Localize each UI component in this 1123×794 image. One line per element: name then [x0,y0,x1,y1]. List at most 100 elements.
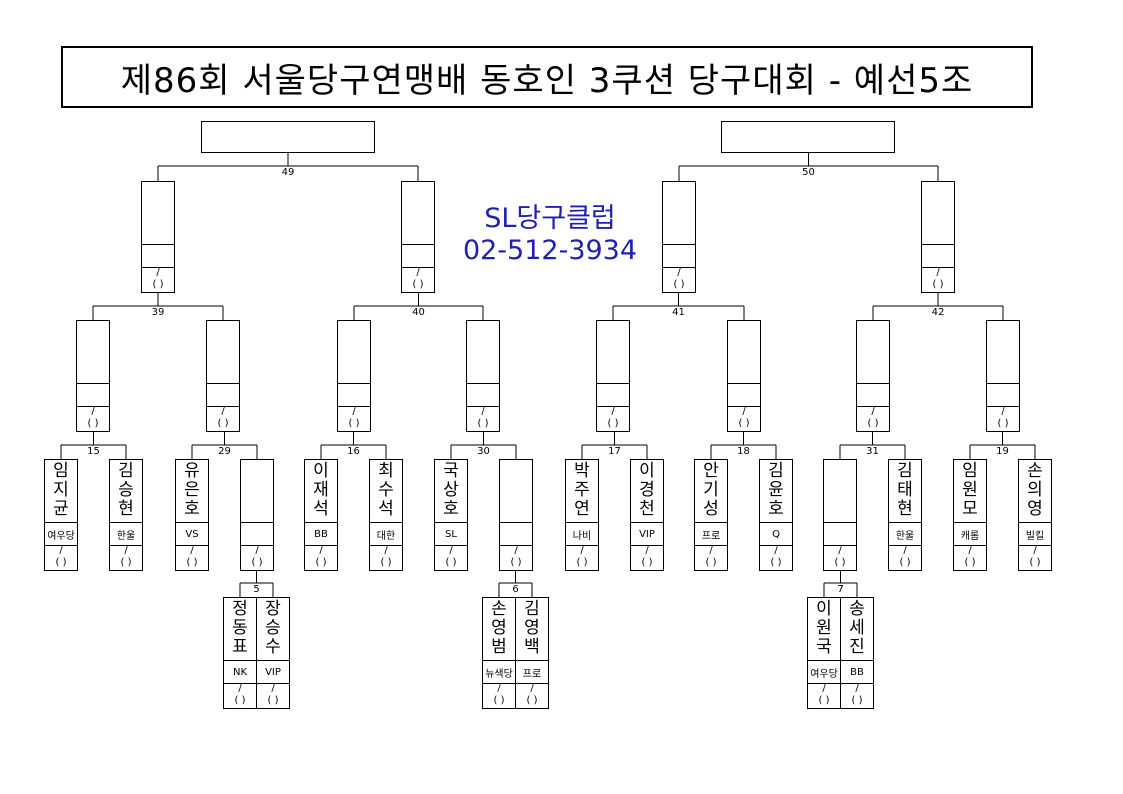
score-paren: ( ) [932,279,944,290]
score-slash: / [530,683,534,694]
score-box: /( ) [857,405,889,431]
player-team: 프로 [695,522,727,546]
score-slash: / [352,406,356,417]
player-team [663,244,695,268]
score-box: /( ) [370,544,402,570]
score-box: /( ) [224,682,256,708]
score-box: /( ) [516,682,548,708]
player-name-char: 승 [265,618,281,638]
empty-player-cell: /( ) [206,320,240,432]
score-paren: ( ) [673,279,685,290]
score-slash: / [742,406,746,417]
score-box: /( ) [500,544,532,570]
score-paren: ( ) [834,557,846,568]
player-name-char: 임 [962,461,978,481]
score-paren: ( ) [738,418,750,429]
score-slash: / [384,545,388,556]
player-name-char: 연 [574,499,590,519]
player-team [500,522,532,546]
score-slash: / [645,545,649,556]
player-name-char: 송 [849,599,865,619]
player-name-char: 기 [703,480,719,500]
player-name-char: 석 [313,499,329,519]
player-name [207,321,239,385]
match-number: 30 [477,446,490,457]
score-paren: ( ) [1029,557,1041,568]
player-name-char: 김 [897,461,913,481]
player-team: 프로 [516,660,548,684]
empty-player-cell: /( ) [727,320,761,432]
player-team: 뉴색당 [483,660,515,684]
player-team [922,244,954,268]
player-name-char: 원 [962,480,978,500]
player-team: SL [435,522,467,546]
score-slash: / [497,683,501,694]
score-slash: / [822,683,826,694]
score-box: /( ) [841,682,873,708]
score-paren: ( ) [510,557,522,568]
player-team [402,244,434,268]
match-number: 18 [737,446,750,457]
player-name-char: 임 [53,461,69,481]
player-name-char: 현 [897,499,913,519]
empty-player-cell: /( ) [921,181,955,293]
score-box: /( ) [597,405,629,431]
player-name-char: 진 [849,637,865,657]
player-name [857,321,889,385]
player-team: 나비 [566,522,598,546]
player-name-char: 손 [491,599,507,619]
player-team: VIP [257,660,289,684]
score-paren: ( ) [867,418,879,429]
score-box: /( ) [631,544,663,570]
empty-player-cell: /( ) [662,181,696,293]
match-number: 41 [672,307,685,318]
score-paren: ( ) [186,557,198,568]
player-team: NK [224,660,256,684]
empty-player-cell: /( ) [986,320,1020,432]
empty-player-cell: /( ) [856,320,890,432]
player-team: 캐롬 [954,522,986,546]
empty-player-cell: /( ) [499,459,533,571]
player-name-char: 국 [443,461,459,481]
player-name-char: 호 [443,499,459,519]
player-name-char: 최 [378,461,394,481]
player-name-char: 승 [118,480,134,500]
score-slash: / [903,545,907,556]
score-slash: / [871,406,875,417]
score-slash: / [271,683,275,694]
score-slash: / [514,545,518,556]
score-box: /( ) [467,405,499,431]
player-name [728,321,760,385]
empty-player-cell: /( ) [401,181,435,293]
player-name-char: 세 [849,618,865,638]
empty-player-cell: /( ) [466,320,500,432]
match-number: 16 [347,446,360,457]
score-box: /( ) [566,544,598,570]
score-box: /( ) [987,405,1019,431]
score-paren: ( ) [348,418,360,429]
score-slash: / [481,406,485,417]
score-box: /( ) [663,266,695,292]
score-paren: ( ) [607,418,619,429]
score-box: /( ) [207,405,239,431]
player-name-char: 김 [524,599,540,619]
player-name-char: 상 [443,480,459,500]
player-team [338,383,370,407]
score-slash: / [416,267,420,278]
player-name-char: 손 [1027,461,1043,481]
score-box: /( ) [176,544,208,570]
player-name-char: 호 [184,499,200,519]
final-winner-box [201,121,375,153]
player-name-char: 영 [491,618,507,638]
player-name-char: 수 [265,637,281,657]
score-slash: / [221,406,225,417]
player-name [241,460,273,524]
